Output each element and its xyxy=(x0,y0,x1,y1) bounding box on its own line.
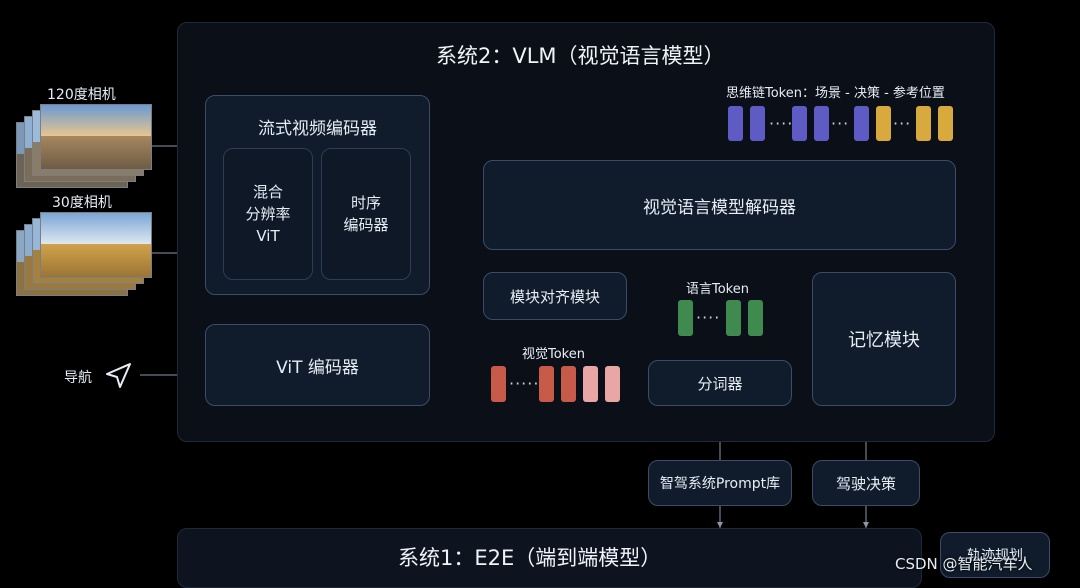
system2-title: 系统2：VLM（视觉语言模型） xyxy=(436,44,725,68)
camera-30-label: 30度相机 xyxy=(52,195,112,211)
vit-encoder: ViT 编码器 xyxy=(205,324,430,406)
visual-token xyxy=(605,366,620,402)
cot-token xyxy=(728,106,743,141)
navigation-label: 导航 xyxy=(64,370,92,386)
language-token-sequence: ···· xyxy=(676,300,771,338)
driving-decision: 驾驶决策 xyxy=(812,460,920,506)
temporal-encoder: 时序 编码器 xyxy=(321,148,411,280)
vlm-decoder: 视觉语言模型解码器 xyxy=(483,160,956,250)
cot-token xyxy=(938,106,953,141)
language-token-label: 语言Token xyxy=(686,282,749,297)
cot-token xyxy=(916,106,931,141)
system1-e2e-container xyxy=(177,528,922,588)
language-token xyxy=(678,300,693,336)
visual-token-label: 视觉Token xyxy=(522,347,585,362)
language-token xyxy=(726,300,741,336)
cot-token xyxy=(792,106,807,141)
cot-token xyxy=(814,106,829,141)
cot-token-sequence: ···· ··· ··· xyxy=(726,106,956,142)
mixed-resolution-vit: 混合 分辨率 ViT xyxy=(223,148,313,280)
visual-token xyxy=(583,366,598,402)
system1-title: 系统1：E2E（端到端模型） xyxy=(398,546,662,570)
cot-token xyxy=(876,106,891,141)
navigation-arrow-icon xyxy=(104,362,132,390)
memory-module: 记忆模块 xyxy=(812,272,956,406)
visual-token xyxy=(561,366,576,402)
camera-120-label: 120度相机 xyxy=(47,87,116,103)
camera-30-image-stack xyxy=(16,212,152,304)
cot-token xyxy=(750,106,765,141)
csdn-watermark: CSDN @智能汽车人 xyxy=(895,555,1033,573)
prompt-library: 智驾系统Prompt库 xyxy=(648,460,792,506)
tokenizer: 分词器 xyxy=(648,360,792,406)
trajectory-planning: 轨迹规划 xyxy=(940,532,1050,578)
visual-token xyxy=(491,366,506,402)
visual-token-sequence: ····· xyxy=(489,364,624,404)
cot-token-label: 思维链Token：场景 - 决策 - 参考位置 xyxy=(726,86,945,101)
visual-token xyxy=(539,366,554,402)
module-alignment: 模块对齐模块 xyxy=(483,272,627,320)
camera-120-image-stack xyxy=(16,104,152,194)
streaming-video-encoder-label: 流式视频编码器 xyxy=(258,119,377,139)
language-token xyxy=(748,300,763,336)
cot-token xyxy=(854,106,869,141)
